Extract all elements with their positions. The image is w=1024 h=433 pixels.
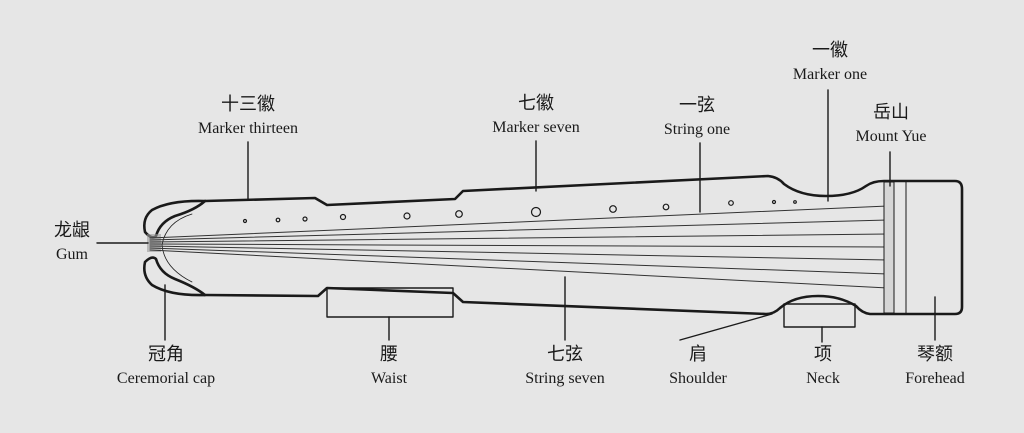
label-marker-thirteen: 十三徽 Marker thirteen — [198, 90, 298, 138]
hui-marker — [339, 213, 347, 221]
label-neck: 项 Neck — [806, 340, 840, 388]
hui-marker — [302, 216, 308, 222]
label-marker-one: 一徽 Marker one — [793, 36, 867, 84]
label-en: Ceremorial cap — [116, 370, 216, 387]
hui-marker — [609, 205, 617, 213]
hui-markers — [242, 199, 797, 224]
leader-lines — [96, 89, 936, 343]
label-zh: 七徽 — [517, 93, 554, 113]
hui-marker — [662, 203, 670, 211]
label-zh: 腰 — [379, 344, 398, 364]
label-waist: 腰 Waist — [371, 340, 407, 388]
guqin-body-outline — [203, 174, 964, 316]
label-zh: 十三徽 — [220, 94, 275, 114]
label-en: Gum — [56, 246, 88, 263]
label-ceremonial-cap: 冠角 Ceremorial cap — [117, 340, 215, 388]
string-3 — [149, 233, 889, 243]
hui-marker — [530, 206, 542, 218]
gum-curve — [161, 213, 193, 283]
label-en: String seven — [525, 370, 605, 387]
label-zh: 琴额 — [917, 344, 953, 364]
label-zh: 项 — [813, 344, 832, 364]
label-string-one: 一弦 String one — [664, 91, 730, 139]
hui-marker — [455, 210, 463, 218]
label-forehead: 琴额 Forehead — [905, 340, 965, 388]
string-1 — [149, 205, 889, 239]
label-shoulder: 肩 Shoulder — [669, 340, 727, 388]
label-zh: 岳山 — [873, 102, 909, 122]
leader-line — [679, 313, 773, 341]
ceremonial-cap — [143, 199, 207, 239]
neck-bracket — [783, 303, 856, 328]
label-en: String one — [663, 121, 731, 138]
hui-marker — [403, 212, 411, 220]
string-2 — [149, 219, 889, 241]
label-en: Waist — [370, 370, 408, 387]
label-gum: 龙龈 Gum — [54, 216, 90, 264]
label-en: Marker thirteen — [198, 120, 298, 137]
string-4 — [149, 243, 889, 248]
label-en: Forehead — [905, 370, 965, 387]
ceremonial-cap-lower — [143, 256, 207, 297]
hui-marker — [275, 217, 281, 223]
strings — [149, 205, 889, 289]
string-5 — [149, 245, 889, 261]
label-zh: 龙龈 — [54, 220, 90, 240]
hui-marker — [728, 200, 734, 206]
label-en: Shoulder — [669, 370, 727, 387]
hui-marker — [242, 218, 248, 224]
label-marker-seven: 七徽 Marker seven — [492, 89, 580, 137]
string-7 — [149, 249, 889, 289]
label-zh: 一弦 — [679, 95, 715, 115]
label-zh: 七弦 — [546, 344, 583, 364]
label-zh: 一徽 — [812, 40, 848, 60]
gum-fill — [147, 234, 161, 252]
label-zh: 肩 — [689, 344, 707, 364]
label-en: Neck — [806, 370, 840, 387]
label-string-seven: 七弦 String seven — [525, 340, 605, 388]
waist-bracket — [326, 287, 454, 318]
label-zh: 冠角 — [147, 344, 184, 364]
mount-yue-bridge — [883, 181, 895, 314]
label-en: Marker seven — [492, 119, 580, 136]
label-en: Mount Yue — [855, 128, 927, 145]
hui-marker — [771, 199, 777, 205]
label-en: Marker one — [792, 66, 868, 83]
label-mount-yue: 岳山 Mount Yue — [856, 98, 927, 146]
hui-marker — [793, 200, 797, 204]
string-6 — [149, 247, 889, 275]
